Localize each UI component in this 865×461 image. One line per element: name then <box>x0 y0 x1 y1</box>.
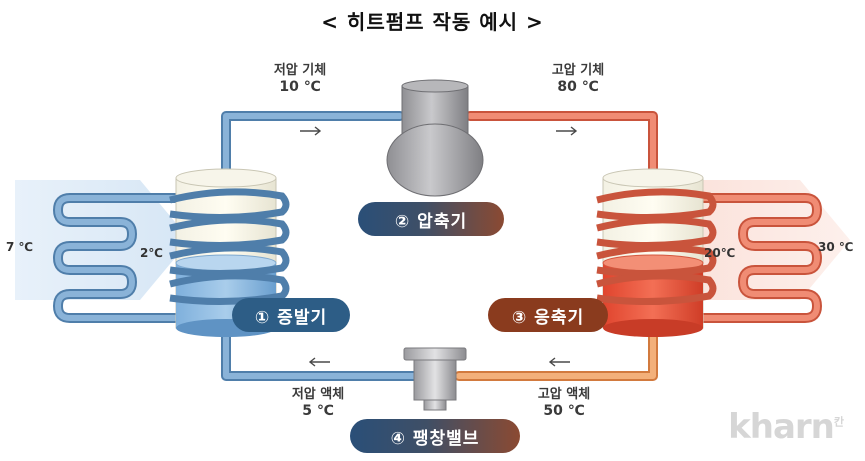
temp-cond-outside: 30 ℃ <box>818 240 854 254</box>
label-high-gas: 고압 기체 80 ℃ <box>528 62 628 96</box>
label-high-liquid-name: 고압 액체 <box>537 387 591 402</box>
label-low-liquid-temp: 5 ℃ <box>302 403 334 419</box>
pipe-high-gas <box>465 111 658 183</box>
condenser-label: ③ 응축기 <box>488 298 608 332</box>
compressor-label: ② 압축기 <box>358 202 504 236</box>
label-high-gas-temp: 80 ℃ <box>557 79 599 95</box>
diagram-title: < 히트펌프 작동 예시 > <box>321 10 544 34</box>
watermark-small: 칸 <box>833 415 844 429</box>
label-low-gas: 저압 기체 10 ℃ <box>250 62 350 96</box>
temp-cond-inside: 20℃ <box>704 246 736 260</box>
expansion-valve <box>403 347 467 411</box>
label-low-liquid: 저압 액체 5 ℃ <box>268 386 368 420</box>
kharn-watermark: kharn칸 <box>728 407 844 447</box>
label-low-liquid-name: 저압 액체 <box>291 387 345 402</box>
label-high-gas-name: 고압 기체 <box>551 63 605 78</box>
pipe-low-gas <box>221 111 405 183</box>
temp-evap-inside: 2℃ <box>140 246 163 260</box>
flow-arrow-top-left <box>300 126 322 136</box>
expansion-valve-label: ④ 팽창밸브 <box>350 419 520 453</box>
label-high-liquid-temp: 50 ℃ <box>543 403 585 419</box>
flow-arrow-bottom-right <box>548 357 570 367</box>
label-high-liquid: 고압 액체 50 ℃ <box>514 386 614 420</box>
temp-evap-outside: 7 ℃ <box>6 240 34 254</box>
label-low-gas-temp: 10 ℃ <box>279 79 321 95</box>
label-low-gas-name: 저압 기체 <box>273 63 327 78</box>
pipe-low-liquid <box>221 327 420 381</box>
watermark-text: kharn <box>728 407 835 447</box>
compressor-unit <box>386 79 484 197</box>
flow-arrow-bottom-left <box>308 357 330 367</box>
pipe-high-liquid <box>454 327 658 381</box>
condenser-cylinder <box>596 168 717 337</box>
evaporator-label: ① 증발기 <box>232 298 350 332</box>
flow-arrow-top-right <box>556 126 578 136</box>
